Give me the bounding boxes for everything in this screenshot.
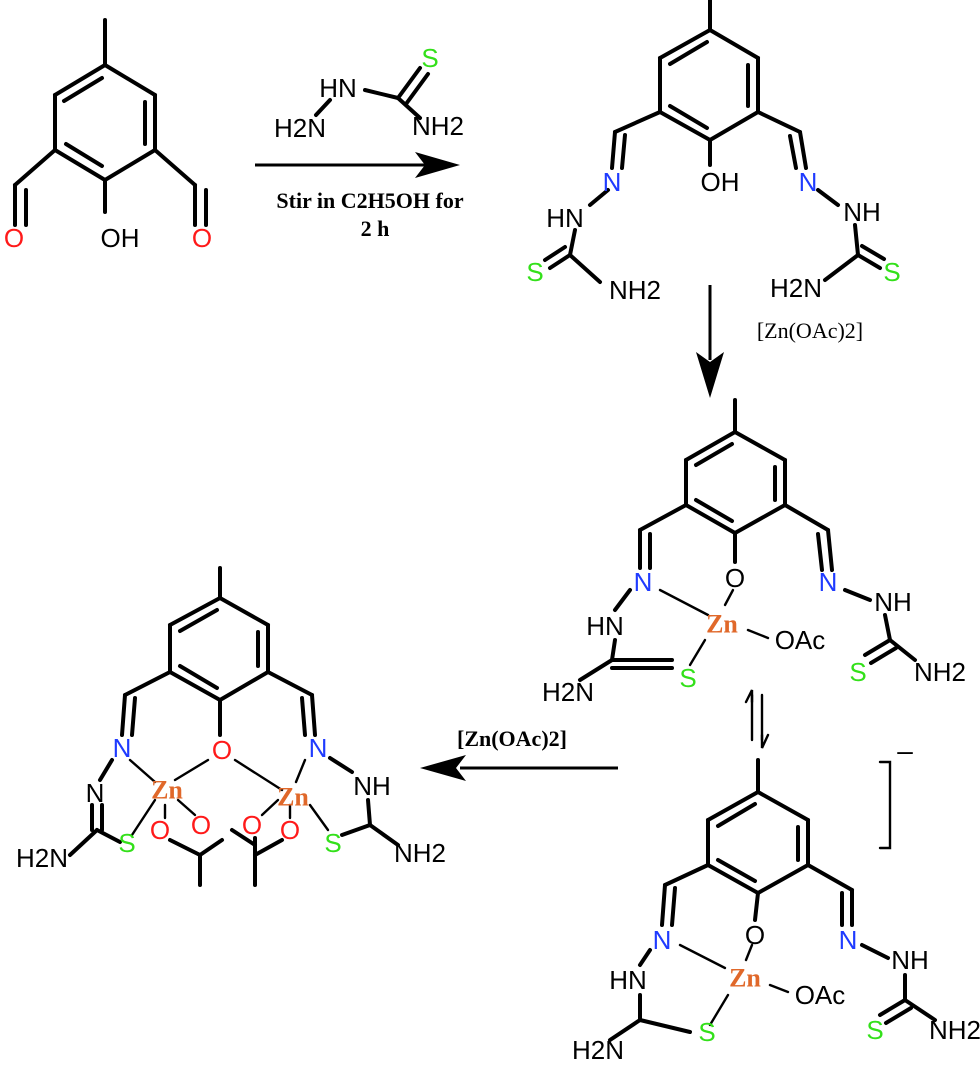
atom-nh2-anion: NH2	[929, 1015, 980, 1045]
equilibrium-arrows	[744, 689, 770, 749]
mononuclear-zinc-complex-thiolate: O N N Zn OAc HN NH H2N S S NH2	[572, 758, 980, 1065]
atom-oxygen-acetate-4: O	[280, 815, 300, 845]
atom-nh2-dinuclear: NH2	[394, 838, 446, 868]
atom-oxygen-left-aldehyde: O	[4, 223, 24, 253]
atom-sulfur-mono: S	[679, 663, 696, 693]
atom-sulfur-right-mono: S	[849, 657, 866, 687]
atom-hydroxyl-ligand: OH	[701, 167, 740, 197]
atom-sulfur-right-dinuclear: S	[324, 828, 341, 858]
ligand-bis-thiosemicarbazone: N OH N HN NH S NH2 H2N S	[526, 0, 901, 305]
starting-material-dialdehyde: O OH O	[4, 18, 212, 253]
mononuclear-zinc-complex-thione: O N N Zn OAc HN NH H2N S NH2 S	[542, 398, 966, 707]
atom-oxygen-acetate-2: O	[191, 810, 211, 840]
atom-zinc-right: Zn	[277, 783, 309, 812]
atom-nitrogen-right-mono: N	[819, 567, 838, 597]
atom-acetate-anion: OAc	[795, 980, 846, 1010]
atom-nitrogen-right-imine: N	[799, 167, 818, 197]
step1-arrow	[255, 152, 460, 178]
atom-zinc-mono: Zn	[706, 610, 738, 639]
atom-sulfur-left-dinuclear: S	[118, 828, 135, 858]
dinuclear-zinc-complex: O N N Zn Zn N NH O O O O S S H2N NH2	[16, 566, 446, 887]
atom-sulfur-anion: S	[698, 1017, 715, 1047]
atom-sulfur-reagent: S	[421, 43, 438, 73]
atom-oxygen-acetate-3: O	[242, 810, 262, 840]
atom-hn-left: HN	[546, 203, 584, 233]
atom-h2n-anion: H2N	[572, 1035, 624, 1065]
atom-hn-reagent: HN	[319, 73, 357, 103]
step4-arrow	[420, 755, 618, 781]
atom-nh-mono: NH	[874, 587, 912, 617]
atom-nh-right: NH	[843, 197, 881, 227]
atom-nh-anion: NH	[891, 945, 929, 975]
atom-oxygen-phenoxide-mono: O	[725, 563, 745, 593]
atom-h2n-mono: H2N	[542, 677, 594, 707]
atom-sulfur-right-anion: S	[866, 1015, 883, 1045]
atom-zinc-left: Zn	[151, 776, 183, 805]
atom-nh-dinuclear: NH	[353, 771, 391, 801]
atom-nitrogen-right-anion: N	[839, 925, 858, 955]
atom-hn-mono: HN	[586, 611, 624, 641]
step2-conditions: [Zn(OAc)2]	[757, 318, 863, 343]
step4-conditions: [Zn(OAc)2]	[457, 726, 567, 751]
atom-nitrogen-left-dinuclear: N	[113, 733, 132, 763]
reagent-thiosemicarbazide: HN H2N NH2 S	[274, 43, 464, 143]
atom-acetate-mono: OAc	[775, 625, 826, 655]
atom-oxygen-phenoxide-anion: O	[745, 920, 765, 950]
atom-zinc-anion: Zn	[729, 964, 761, 993]
step2-arrow	[696, 285, 724, 398]
atom-nh2-left: NH2	[609, 275, 661, 305]
charge-bracket	[878, 760, 892, 850]
step1-conditions-line2: 2 h	[361, 216, 390, 241]
atom-h2n-dinuclear: H2N	[16, 843, 68, 873]
atom-hn-anion: HN	[609, 965, 647, 995]
atom-nitrogen-left-mono: N	[634, 567, 653, 597]
atom-sulfur-left: S	[526, 257, 543, 287]
atom-sulfur-right: S	[883, 257, 900, 287]
step1-conditions-line1: Stir in C2H5OH for	[276, 188, 463, 213]
atom-nitrogen-left-imine: N	[603, 167, 622, 197]
atom-nitrogen-right-dinuclear: N	[309, 733, 328, 763]
atom-oxygen-bridging-phenoxide: O	[212, 735, 232, 765]
atom-h2n-reagent: H2N	[274, 113, 326, 143]
atom-nh2-mono: NH2	[914, 657, 966, 687]
atom-nitrogen-left-anion: N	[653, 925, 672, 955]
atom-h2n-right: H2N	[770, 273, 822, 303]
atom-nitrogen-left-hydrazine: N	[86, 778, 105, 808]
atom-oxygen-right-aldehyde: O	[192, 223, 212, 253]
atom-hydroxyl: OH	[101, 223, 140, 253]
anion-charge: –	[897, 735, 913, 766]
atom-oxygen-acetate-1: O	[150, 815, 170, 845]
